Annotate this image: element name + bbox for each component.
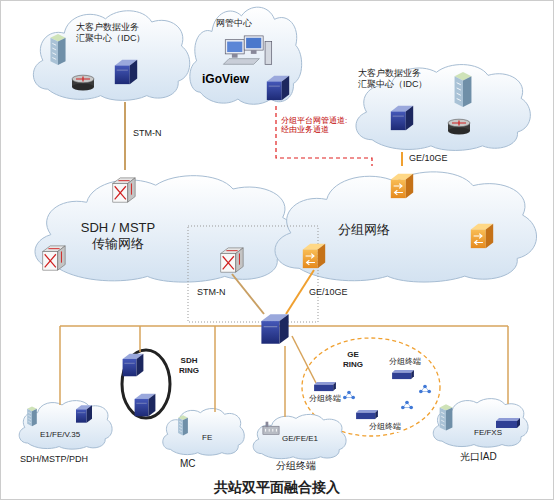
node-text: MC xyxy=(180,458,196,470)
node-text: E1/FE/V.35 xyxy=(40,430,80,440)
router-icon xyxy=(72,75,94,90)
lan-icon xyxy=(343,391,355,400)
cloud-outline xyxy=(275,172,537,282)
cloud-outline xyxy=(190,7,302,104)
building-icon xyxy=(455,72,472,107)
node-text: 光口IAD xyxy=(460,451,497,463)
stm-wire xyxy=(232,274,264,314)
ring-outline xyxy=(122,350,170,418)
terminal-icon xyxy=(314,382,336,391)
node-text: SDH/MSTP/PDH xyxy=(20,454,88,465)
cloud-outline xyxy=(35,176,297,282)
cloud-outline xyxy=(253,414,346,459)
cloud-shape xyxy=(430,396,530,448)
packet-router-icon xyxy=(471,224,493,248)
node-text: 分组终端 xyxy=(276,460,316,472)
access-cloud: FE/FXS 光口IAD xyxy=(430,396,530,472)
cloud-outline xyxy=(19,401,112,450)
lan-icon xyxy=(401,401,413,410)
packet-router-icon xyxy=(303,244,325,268)
access-wire xyxy=(139,326,141,352)
cloud-outline xyxy=(433,399,528,448)
cloud-outline xyxy=(33,11,189,101)
access-cloud: FE MC xyxy=(160,406,246,472)
cloud-outline xyxy=(163,408,245,455)
access-wire xyxy=(214,326,216,412)
access-cloud: E1/FE/V.35SDH/MSTP/PDH xyxy=(16,398,114,472)
terminal-icon xyxy=(356,410,378,419)
access-cloud: GE/FE/E1 分组终端 xyxy=(250,412,348,476)
port-label: 分组终端 xyxy=(388,358,422,367)
node-text: SDH RING xyxy=(174,356,204,375)
port-label: 分组终端 xyxy=(308,395,342,404)
device-icon xyxy=(123,354,144,377)
building-icon xyxy=(50,34,65,65)
terminal-icon xyxy=(496,418,520,428)
device-icon xyxy=(267,76,289,100)
link-line xyxy=(276,106,372,166)
access-wire xyxy=(507,326,509,404)
adm-icon xyxy=(113,178,135,202)
nms-cloud: 网管中心 iGoView xyxy=(186,2,304,106)
idc-cloud: 大客户数据业务 汇聚中心（IDC） xyxy=(28,6,193,102)
node-text: GE RING xyxy=(340,350,366,369)
node-text: 大客户数据业务 汇聚中心（IDC） xyxy=(358,68,444,90)
access-wire xyxy=(284,346,286,417)
link-label: 分组平台网管通道: 经由业务通道 xyxy=(280,116,354,134)
terminal-icon xyxy=(392,370,414,379)
adm-icon xyxy=(43,246,65,270)
node-text: 分组网络 xyxy=(338,222,390,238)
node-text: FE xyxy=(202,433,212,443)
node-text: 网管中心 xyxy=(216,18,252,29)
cloud-shape xyxy=(16,398,114,450)
node-text: iGoView xyxy=(202,72,249,86)
link-line xyxy=(401,152,403,166)
node-text: SDH / MSTP 传输网络 xyxy=(70,220,166,251)
sdh-ring: SDH RING xyxy=(112,344,207,424)
building-icon xyxy=(27,406,37,426)
cloud-shape xyxy=(186,2,304,106)
port-label: 分组终端 xyxy=(368,423,402,432)
building-icon xyxy=(440,404,453,430)
packet-cloud: 分组网络 xyxy=(266,166,542,284)
link-label: STM-N xyxy=(132,128,163,138)
device-icon xyxy=(391,106,413,130)
access-wire xyxy=(59,326,61,405)
cloud-shape xyxy=(160,406,246,456)
node-text: GE/FE/E1 xyxy=(282,434,318,444)
idc-cloud: 大客户数据业务 汇聚中心（IDC） xyxy=(350,60,534,152)
link-line xyxy=(124,102,126,170)
diagram-title: 共站双平面融合接入 xyxy=(0,479,554,497)
lan-icon xyxy=(419,385,431,394)
cloud-shape xyxy=(28,6,193,102)
cloud-outline xyxy=(356,65,530,151)
router-icon xyxy=(448,119,470,134)
device-icon xyxy=(135,394,156,417)
node-text: FE/FXS xyxy=(474,428,502,438)
device-icon xyxy=(261,314,288,343)
port-label: GE/10GE xyxy=(308,287,349,297)
packet-router-icon xyxy=(391,174,413,198)
device-icon xyxy=(115,60,137,84)
cloud-shape xyxy=(266,166,542,284)
port-label: STM-N xyxy=(196,287,227,297)
building-icon xyxy=(178,415,188,435)
adm-icon xyxy=(221,248,243,272)
link-label: GE/10GE xyxy=(408,153,449,163)
device-icon xyxy=(76,405,92,422)
node-text: 大客户数据业务 汇聚中心（IDC） xyxy=(76,22,162,44)
transport-cloud: SDH / MSTP 传输网络 xyxy=(26,170,302,284)
cloud-shape xyxy=(26,170,302,284)
